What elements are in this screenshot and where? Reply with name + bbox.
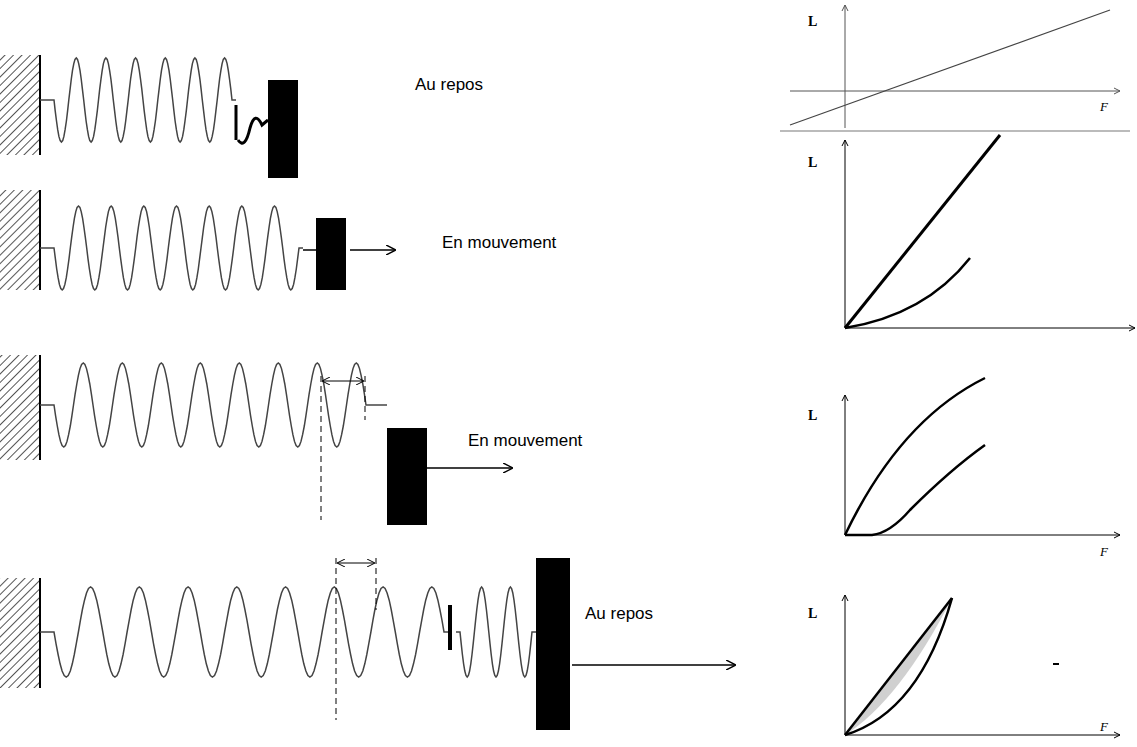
axis-label: F xyxy=(1100,545,1108,559)
mass xyxy=(536,558,570,730)
wall xyxy=(0,190,40,290)
wall xyxy=(0,578,40,688)
graph-4 xyxy=(842,595,1120,738)
spring-coil xyxy=(40,58,236,142)
spring-coil xyxy=(40,206,303,290)
mass xyxy=(268,80,298,178)
graph-3 xyxy=(842,378,1120,538)
state-label: Au repos xyxy=(415,76,483,95)
mass xyxy=(316,218,346,290)
state-label: En mouvement xyxy=(442,234,556,253)
mass xyxy=(387,428,427,525)
graph-2 xyxy=(842,135,1135,331)
state-label: Au repos xyxy=(585,605,653,624)
axis-label: F xyxy=(1100,720,1108,734)
wall xyxy=(0,55,40,155)
graph-1 xyxy=(780,5,1130,131)
axis-label: L xyxy=(808,14,817,29)
spring-coil xyxy=(40,363,370,447)
spring-coil xyxy=(456,587,536,677)
axis-label: L xyxy=(808,155,817,170)
wall xyxy=(0,355,40,460)
axis-label: L xyxy=(808,606,817,621)
spring-coil xyxy=(40,587,448,677)
state-label: En mouvement xyxy=(468,432,582,451)
springs xyxy=(40,58,536,677)
axis-label: L xyxy=(808,408,817,423)
axis-label: F xyxy=(1100,100,1108,114)
